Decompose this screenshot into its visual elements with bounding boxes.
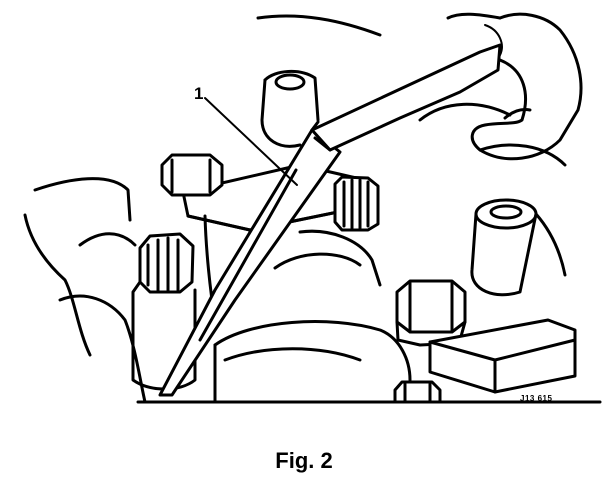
rocker-arm-right xyxy=(428,318,577,394)
line-drawing xyxy=(23,12,602,404)
figure-caption: Fig. 2 xyxy=(275,448,333,473)
hex-bolt-right xyxy=(395,279,467,347)
adjuster-nut-center xyxy=(333,175,380,232)
boss-right xyxy=(474,198,538,230)
reference-code: J13 615 xyxy=(520,394,553,403)
callout-leader-line xyxy=(204,97,298,186)
locknut-top xyxy=(160,153,224,197)
boss-top-left xyxy=(263,70,320,122)
casting-contour-left xyxy=(23,213,92,357)
casting-edge-left xyxy=(33,177,132,222)
adjuster-nut-left xyxy=(131,232,197,391)
hand xyxy=(470,12,583,161)
feeler-gauge-handle xyxy=(310,43,502,152)
engine-component-illustration: 1 J13 615 xyxy=(23,12,602,404)
callout-label: 1 xyxy=(194,84,204,103)
bolt-bottom xyxy=(393,380,442,404)
